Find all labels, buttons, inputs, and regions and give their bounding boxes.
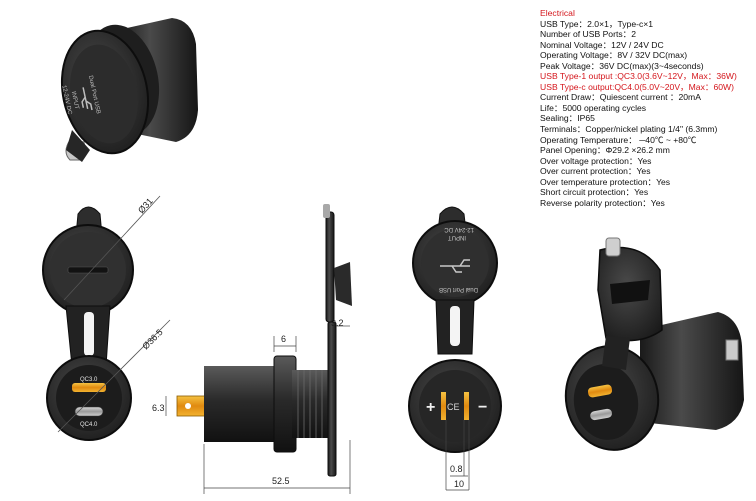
dim-overall-length: 52.5 (272, 476, 290, 486)
spec-line-operating-voltage: Operating Voltage：8V / 32V DC(max) (540, 50, 688, 61)
cap-print-input: INPUT (70, 91, 80, 110)
spec-line-sealing: Sealing：IP65 (540, 113, 595, 124)
spec-line-peak-voltage: Peak Voltage：36V DC(max)(3~4seconds) (540, 60, 704, 71)
spec-panel: Electrical USB Type：2.0×1，Type-c×1 Numbe… (540, 8, 752, 208)
dim-cap-diameter: Ø31 (136, 196, 155, 215)
spec-heading: Electrical (540, 8, 575, 18)
spec-line-terminals: Terminals：Copper/nickel plating 1/4" (6.… (540, 124, 718, 135)
rear-cap-input: INPUT (448, 234, 466, 240)
spec-line-type1-output: USB Type-1 output :QC3.0(3.6V~12V，Max：36… (540, 71, 737, 82)
spec-line-over-current: Over current protection：Yes (540, 166, 651, 177)
spec-line-life: Life：5000 operating cycles (540, 102, 647, 113)
spec-line-over-temperature: Over temperature protection：Yes (540, 176, 671, 187)
dim-terminal-gap: 0.8 (450, 464, 463, 474)
rear-cap-title: Dual Port USB (439, 286, 478, 292)
rear-cap-voltage: 12-24V DC (444, 226, 474, 232)
front-view: QC3.0 QC4.0 Ø31 Ø36.5 (42, 195, 171, 441)
dim-terminal-width: 6.3 (152, 403, 165, 413)
spec-line-panel-opening: Panel Opening：Φ29.2 ×26.2 mm (540, 145, 670, 156)
rear-view: Dual Port USB INPUT 12-24V DC + − CE 0.8… (408, 206, 502, 491)
product-perspective-closed: Dual Port USB INPUT 12-24V DC (60, 18, 198, 162)
spec-line-current-draw: Current Draw：Quiescent current ：20mA (540, 92, 701, 103)
port-label-qc4: QC4.0 (80, 422, 98, 428)
spec-line-operating-temperature: Operating Temperature： ─40℃ ~ +80℃ (540, 134, 697, 145)
usb-symbol-icon (81, 87, 93, 111)
product-perspective-open (564, 237, 744, 451)
polarity-minus: − (478, 399, 487, 416)
spec-line-short-circuit: Short circuit protection：Yes (540, 187, 649, 198)
spec-line-typec-output: USB Type-c output:QC4.0(5.0V~20V，Max：60W… (540, 81, 735, 92)
spec-line-nominal-voltage: Nominal Voltage：12V / 24V DC (540, 39, 664, 50)
spec-line-usb-ports: Number of USB Ports：2 (540, 29, 636, 40)
port-label-qc3: QC3.0 (80, 377, 98, 383)
spec-line-reverse-polarity: Reverse polarity protection：Yes (540, 197, 665, 208)
dim-nut-width: 6 (281, 334, 286, 344)
dim-terminal-span: 10 (454, 479, 464, 489)
polarity-plus: + (426, 399, 435, 416)
side-view: 6 3.2 6.3 52.5 (152, 204, 352, 494)
spec-line-over-voltage: Over voltage protection：Yes (540, 155, 652, 166)
rear-usb-symbol-icon (440, 259, 470, 273)
spec-line-usb-type: USB Type：2.0×1，Type-c×1 (540, 18, 654, 29)
ce-mark: CE (447, 402, 460, 412)
dim-body-diameter: Ø36.5 (140, 327, 164, 351)
dim-flange-thickness: 3.2 (331, 318, 344, 328)
